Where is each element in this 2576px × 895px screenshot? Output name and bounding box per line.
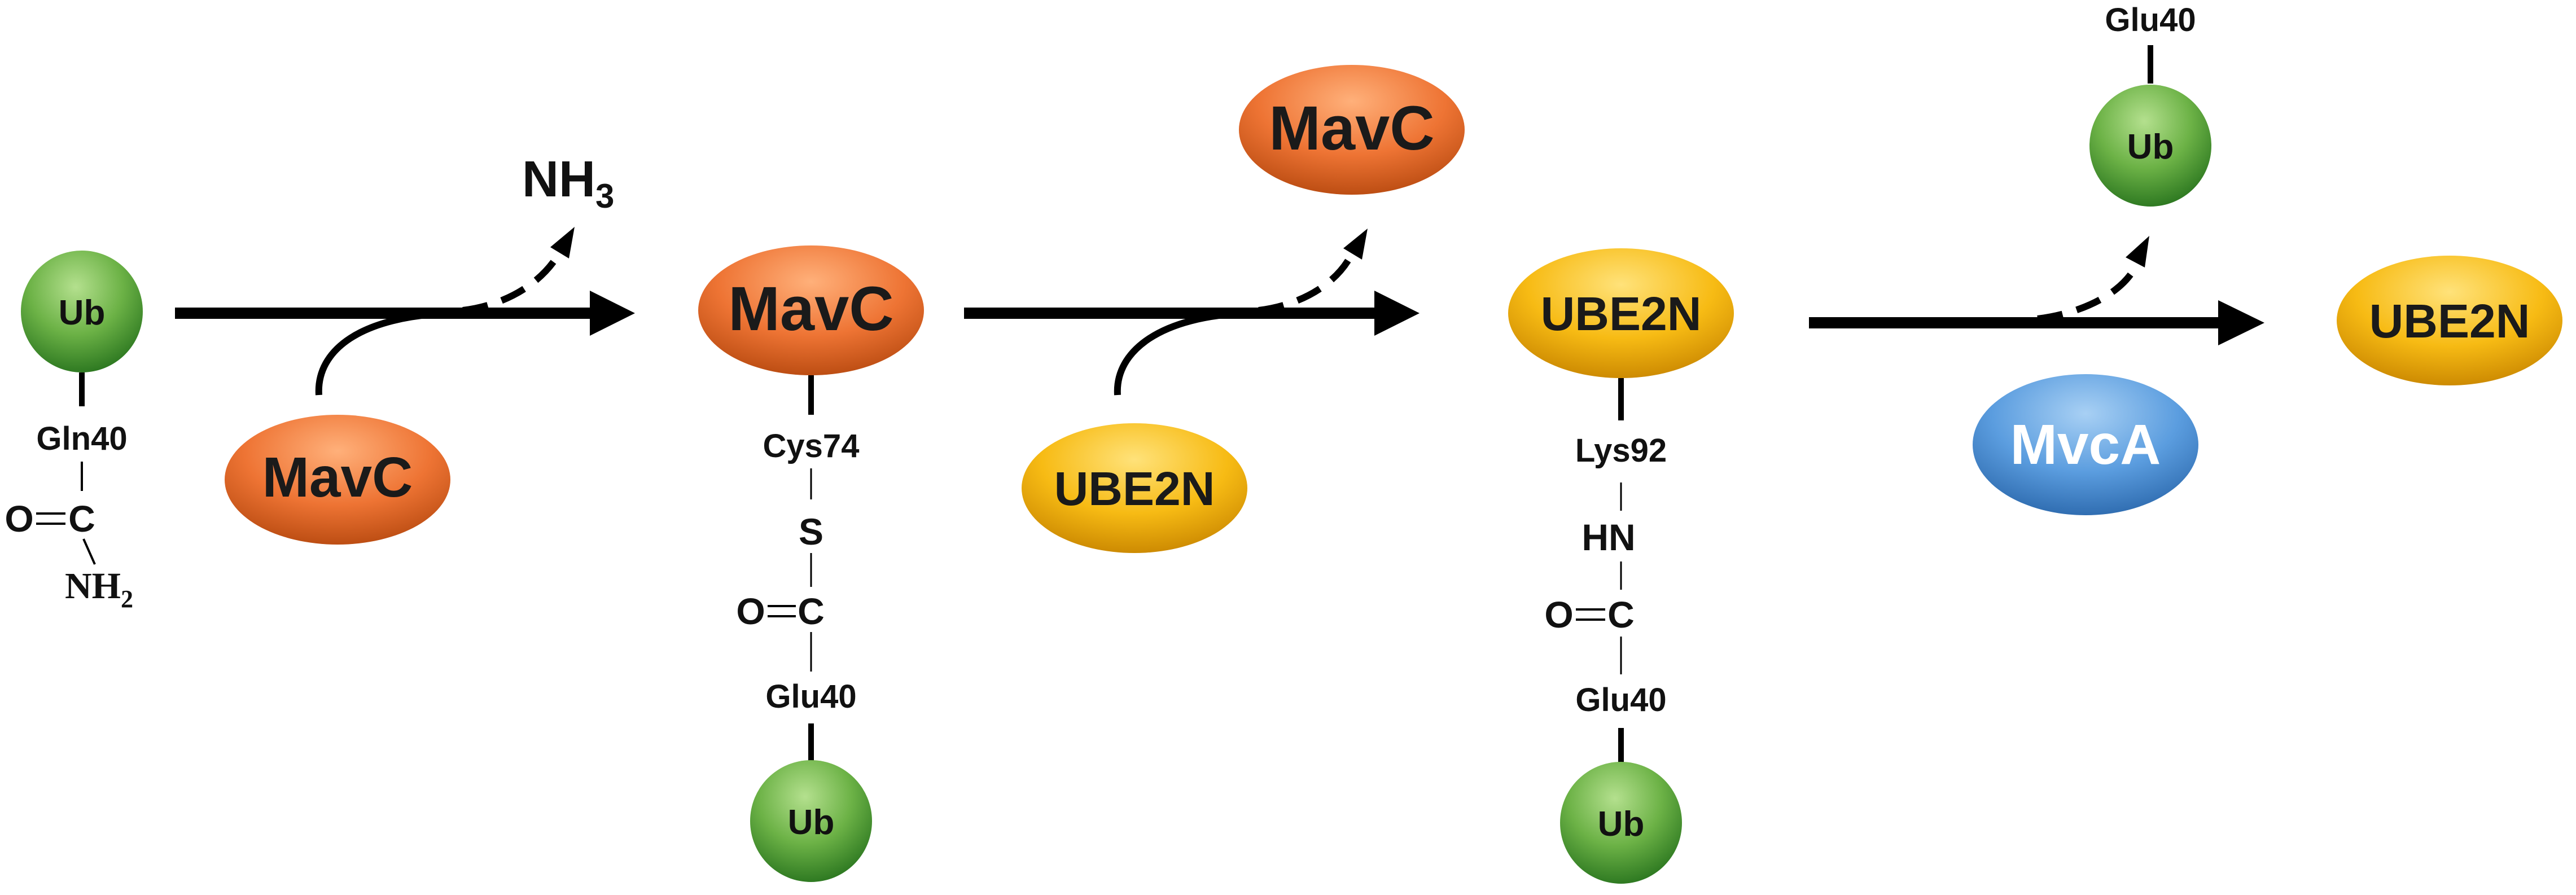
- glu40-label-2: Glu40: [765, 678, 856, 715]
- thioester-oxygen: O: [736, 590, 765, 632]
- mavc-released: MavC: [1239, 65, 1465, 195]
- mavc-enzyme-1: MavC: [225, 415, 450, 545]
- mavc-entry-curve: [315, 310, 452, 396]
- thioester-carbon: C: [798, 590, 825, 632]
- ub-label-1: Ub: [59, 293, 106, 332]
- released-glu40-label: Glu40: [2105, 2, 2196, 38]
- ube2n-ub-conjugate: UBE2N Lys92 HN O C Glu40 Ub: [1508, 248, 1734, 884]
- ube2n-product: UBE2N: [2337, 256, 2562, 385]
- reaction-arrow-1: [175, 227, 635, 396]
- nh3-release-dashed: [462, 252, 562, 314]
- ub-label-2: Ub: [788, 803, 835, 842]
- lys92-label: Lys92: [1575, 432, 1667, 469]
- reaction-arrow-3: [1809, 236, 2264, 345]
- sulfur-label: S: [799, 511, 823, 552]
- ube2n-label-3: UBE2N: [1541, 287, 1702, 340]
- ube2n-enzyme-3: [1508, 248, 1734, 378]
- ube2n-entry-curve: [1114, 310, 1248, 396]
- ube2n-label-2: UBE2N: [1054, 462, 1215, 515]
- mvca-label: MvcA: [2010, 413, 2161, 476]
- gln-amide-bond: [82, 538, 96, 565]
- gln-carbon: C: [68, 498, 95, 539]
- hn-label: HN: [1581, 516, 1635, 558]
- gln-oxygen: O: [5, 498, 33, 539]
- ube2n-substrate-2: UBE2N: [1022, 423, 1247, 553]
- mavc-ub-intermediate: MavC Cys74 S O C Glu40 Ub: [698, 245, 924, 882]
- mavc-label-2: MavC: [728, 274, 893, 344]
- mavc-label-1: MavC: [262, 446, 413, 509]
- reaction-arrow-2: [964, 229, 1420, 396]
- ube2n-label-4: UBE2N: [2369, 295, 2530, 348]
- mavc-label-3: MavC: [1269, 94, 1434, 163]
- gln40-label: Gln40: [36, 420, 127, 457]
- glu40-label-3: Glu40: [1575, 682, 1666, 718]
- ub-label-3: Ub: [1598, 805, 1645, 844]
- ub-ball-2: [750, 760, 872, 882]
- mavc-enzyme-2: [698, 245, 924, 375]
- ub-ball-3: [1560, 762, 1682, 884]
- released-ub: Glu40 Ub: [2089, 2, 2211, 207]
- mvca-enzyme: MvcA: [1973, 374, 2198, 515]
- ub-ball-1: [21, 251, 143, 372]
- ub-ball-4: [2089, 85, 2211, 207]
- nh3-byproduct: NH3: [522, 151, 614, 215]
- amide-nh2: NH2: [65, 565, 133, 613]
- ub-release-dashed: [2037, 264, 2140, 322]
- mavc-release-dashed: [1258, 252, 1355, 314]
- isopeptide-oxygen: O: [1544, 594, 1573, 635]
- cys74-label: Cys74: [763, 428, 860, 464]
- svg-text:NH3: NH3: [522, 151, 614, 215]
- ub-gln40-substrate: Ub Gln40 O C NH2: [5, 251, 143, 613]
- ub-label-4: Ub: [2127, 128, 2174, 166]
- isopeptide-carbon: C: [1607, 594, 1635, 635]
